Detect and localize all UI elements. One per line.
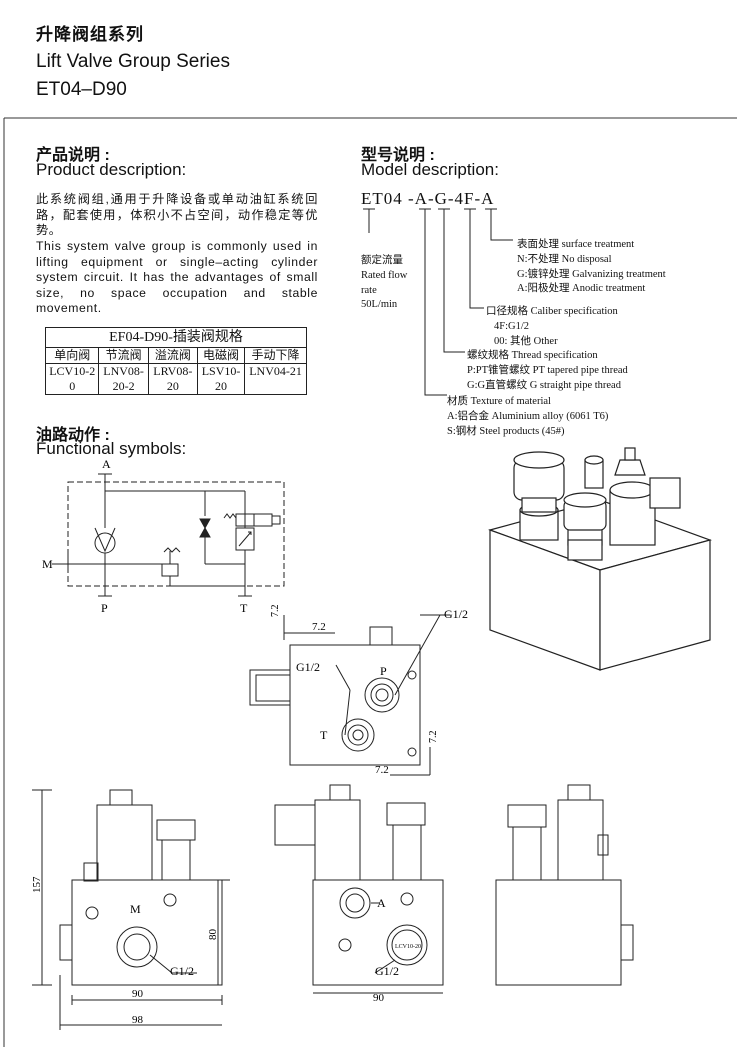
side-view xyxy=(495,784,634,986)
thread-line: 螺纹规格 Thread specification xyxy=(467,350,598,361)
model-code-leaders xyxy=(363,208,513,396)
label-p: P xyxy=(101,601,108,615)
label-m: M xyxy=(42,557,53,571)
dim-top-72: 7.2 xyxy=(270,605,281,617)
product-text-cn: 此系统阀组,通用于升降设备或单动油缸系统回路，配套使用，体积小不占空间，动作稳定… xyxy=(36,192,318,237)
spec-value: LSV10-20 xyxy=(196,363,246,395)
functional-heading-cn: 油路动作 : xyxy=(36,427,110,444)
dim-top-72c: 7.2 xyxy=(428,731,439,744)
valve-label: LCV10-20 xyxy=(395,944,421,950)
dim-98: 98 xyxy=(132,1014,144,1026)
dim-80: 80 xyxy=(207,929,219,941)
label-a: A xyxy=(102,457,111,471)
rated-line: 额定流量 xyxy=(361,255,403,266)
header-model: ET04–D90 xyxy=(36,79,127,100)
label-g12-left: G1/2 xyxy=(170,964,194,978)
label-m: M xyxy=(130,902,141,916)
material-line: 材质 Texture of material xyxy=(447,396,551,407)
model-heading-en: Model description: xyxy=(361,160,499,179)
label-t: T xyxy=(240,601,248,615)
dim-top-72d: 7.2 xyxy=(375,764,389,776)
surface-line: 表面处理 surface treatment xyxy=(517,239,635,250)
functional-heading-en: Functional symbols: xyxy=(36,439,187,458)
dim-90-left: 90 xyxy=(132,988,144,1000)
top-view-drawing: 7.2 7.2 G1/2 G1/2 P T 7.2 7.2 xyxy=(249,605,468,776)
rated-line: rate xyxy=(361,284,377,296)
material-line: A:铝合金 Aluminium alloy (6061 T6) xyxy=(447,410,609,422)
material-line: S:钢材 Steel products (45#) xyxy=(447,425,565,437)
spec-header: 电磁阀 xyxy=(196,347,246,364)
rated-flow-block: 额定流量 Rated flow rate 50L/min xyxy=(361,254,407,313)
spec-table-title: EF04-D90-插装阀规格 xyxy=(45,327,307,348)
label-g12-mid: G1/2 xyxy=(375,964,399,978)
header-title-en: Lift Valve Group Series xyxy=(36,51,230,72)
caliber-line: 00: 其他 Other xyxy=(494,335,558,347)
rated-line: Rated flow xyxy=(361,269,408,281)
surface-line: G:镀锌处理 Galvanizing treatment xyxy=(517,268,666,280)
model-code: ET04 -A-G-4F-A xyxy=(361,189,495,208)
front-view-left: 157 80 M G1/2 90 98 xyxy=(31,789,230,1030)
spec-value: LRV08-20 xyxy=(147,363,198,395)
spec-table: EF04-D90-插装阀规格 单向阀 节流阀 溢流阀 电磁阀 手动下降 LCV1… xyxy=(44,327,307,395)
surface-block: 表面处理 surface treatment N:不处理 No disposal… xyxy=(517,238,666,297)
product-heading-en: Product description: xyxy=(36,160,187,179)
spec-value: LNV08-20-2 xyxy=(98,363,149,395)
thread-block: 螺纹规格 Thread specification P:PT锥管螺纹 PT ta… xyxy=(467,349,628,393)
surface-line: A:阳极处理 Anodic treatment xyxy=(517,283,646,295)
spec-header: 单向阀 xyxy=(44,347,100,364)
dim-157: 157 xyxy=(31,876,43,893)
valve-block-isometric xyxy=(488,447,712,671)
dim-top-72b: 7.2 xyxy=(312,621,326,633)
thread-line: G:G直管螺纹 G straight pipe thread xyxy=(467,379,621,391)
rated-line: 50L/min xyxy=(361,299,398,311)
surface-line: N:不处理 No disposal xyxy=(517,253,612,265)
header-title-cn: 升降阀组系列 xyxy=(36,25,144,44)
dim-90-mid: 90 xyxy=(373,992,385,1004)
spec-value: LNV04-21 xyxy=(244,363,307,395)
product-text-en: This system valve group is commonly used… xyxy=(36,239,318,315)
spec-value: LCV10-20 xyxy=(44,363,100,395)
caliber-line: 4F:G1/2 xyxy=(494,320,530,332)
spec-header: 手动下降 xyxy=(244,347,307,364)
spec-header: 溢流阀 xyxy=(147,347,198,364)
label-a: A xyxy=(377,896,386,910)
front-view-middle: A LCV10-20 G1/2 90 xyxy=(274,784,444,1004)
product-heading-cn: 产品说明 : xyxy=(36,147,110,164)
model-heading-cn: 型号说明 : xyxy=(361,147,435,164)
label-top-p: P xyxy=(380,664,387,678)
caliber-line: 口径规格 Caliber specification xyxy=(486,306,618,317)
label-top-g12b: G1/2 xyxy=(296,660,320,674)
hydraulic-circuit-diagram: A M P T xyxy=(42,457,285,615)
spec-header: 节流阀 xyxy=(98,347,149,364)
thread-line: P:PT锥管螺纹 PT tapered pipe thread xyxy=(467,364,628,376)
label-top-g12: G1/2 xyxy=(444,607,468,621)
caliber-block: 口径规格 Caliber specification 4F:G1/2 00: 其… xyxy=(486,305,618,349)
label-top-t: T xyxy=(320,728,328,742)
material-block: 材质 Texture of material A:铝合金 Aluminium a… xyxy=(447,395,608,439)
